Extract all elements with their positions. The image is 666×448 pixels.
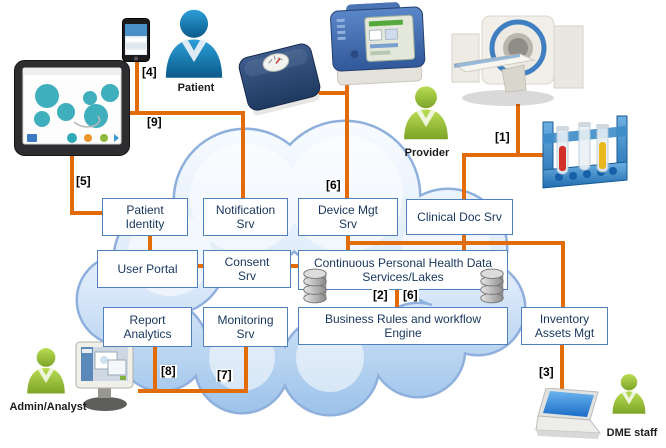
ct-scanner-icon	[451, 15, 584, 106]
connector-7-vertical	[244, 347, 248, 393]
laptop-icon	[535, 388, 602, 439]
box-report-analytics: Report Analytics	[103, 307, 192, 347]
connector-consent-lakes	[291, 264, 298, 268]
box-label: Engine	[384, 326, 422, 340]
database-icon	[303, 268, 327, 304]
connector-78-horizontal	[138, 389, 248, 393]
box-label: Notification	[215, 202, 276, 217]
box-device-mgt-srv: Device Mgt Srv	[298, 198, 398, 236]
connector-1-vertical	[462, 155, 466, 200]
box-label: Report	[129, 312, 166, 327]
tablet-icon	[14, 60, 130, 156]
admin-person-icon	[27, 348, 65, 394]
box-user-portal: User Portal	[97, 250, 198, 288]
box-label: Srv	[238, 269, 256, 283]
box-label: User Portal	[117, 261, 178, 276]
box-label: Patient	[126, 202, 164, 217]
box-monitoring-srv: Monitoring Srv	[203, 307, 288, 347]
connector-label-7: [7]	[216, 368, 233, 382]
connector-6-vertical	[345, 80, 349, 198]
connector-9-horizontal	[130, 111, 245, 115]
connector-lakes-rules	[395, 290, 399, 307]
box-notification-srv: Notification Srv	[203, 198, 288, 236]
box-patient-identity: Patient Identity	[102, 198, 188, 236]
connector-5-horizontal	[70, 211, 104, 215]
connector-label-5: [5]	[75, 174, 92, 188]
box-label: Monitoring	[217, 312, 274, 327]
connector-4-vertical	[135, 57, 139, 115]
box-label: Services/Lakes	[362, 270, 444, 284]
box-inventory-assets: Inventory Assets Mgt	[521, 307, 608, 345]
connector-3-vertical	[560, 345, 564, 390]
box-label: Analytics	[123, 327, 172, 341]
box-label: Device Mgt	[317, 202, 379, 217]
connector-9-vertical	[241, 111, 245, 198]
box-clinical-doc-srv: Clinical Doc Srv	[406, 199, 513, 235]
provider-person-icon	[404, 86, 448, 140]
actor-label-patient: Patient	[177, 82, 215, 94]
connector-inventory-vertical	[561, 243, 565, 307]
connector-label-1: [1]	[494, 130, 511, 144]
actor-label-provider: Provider	[404, 147, 450, 159]
dme-person-icon	[612, 373, 646, 414]
actor-label-admin: Admin/Analyst	[9, 401, 87, 413]
box-label: Srv	[339, 217, 357, 231]
connector-label-9: [9]	[146, 115, 163, 129]
box-business-rules: Business Rules and workflow Engine	[298, 307, 508, 345]
smartphone-icon	[122, 18, 150, 62]
desktop-computer-icon	[75, 341, 134, 411]
connector-identity-portal	[148, 236, 152, 250]
test-tubes-icon	[542, 115, 628, 189]
connector-portal-consent	[198, 264, 203, 268]
box-label: Business Rules and workflow	[324, 311, 482, 326]
connector-1-ct-vertical	[516, 104, 520, 155]
box-label: Srv	[236, 327, 255, 341]
box-label: Inventory	[539, 311, 590, 326]
database-icon	[480, 268, 504, 304]
actor-label-dme: DME staff	[606, 427, 658, 439]
connector-6-scale-horizontal	[314, 91, 348, 95]
connector-label-8: [8]	[160, 364, 177, 378]
box-label: Srv	[236, 217, 255, 231]
connector-label-6-top: [6]	[325, 178, 342, 192]
weight-scale-icon	[238, 43, 321, 116]
box-label: Identity	[125, 217, 165, 231]
box-label: Clinical Doc Srv	[417, 209, 502, 224]
connector-label-2: [2]	[372, 288, 389, 302]
medical-device-icon	[330, 2, 426, 86]
box-label: Assets Mgt	[534, 326, 595, 340]
connector-inventory-horizontal	[346, 241, 565, 245]
connector-5-vertical	[70, 152, 74, 215]
connector-8-vertical	[153, 347, 157, 393]
connector-label-4: [4]	[141, 65, 158, 79]
connector-label-3: [3]	[538, 365, 555, 379]
patient-person-icon	[165, 9, 223, 78]
box-label: Continuous Personal Health Data	[313, 255, 493, 270]
box-phd-lakes: Continuous Personal Health Data Services…	[298, 250, 508, 290]
connector-1-horizontal	[462, 153, 546, 157]
box-label: Consent	[224, 254, 270, 269]
connector-label-6-mid: [6]	[402, 288, 419, 302]
box-consent-srv: Consent Srv	[203, 250, 291, 288]
